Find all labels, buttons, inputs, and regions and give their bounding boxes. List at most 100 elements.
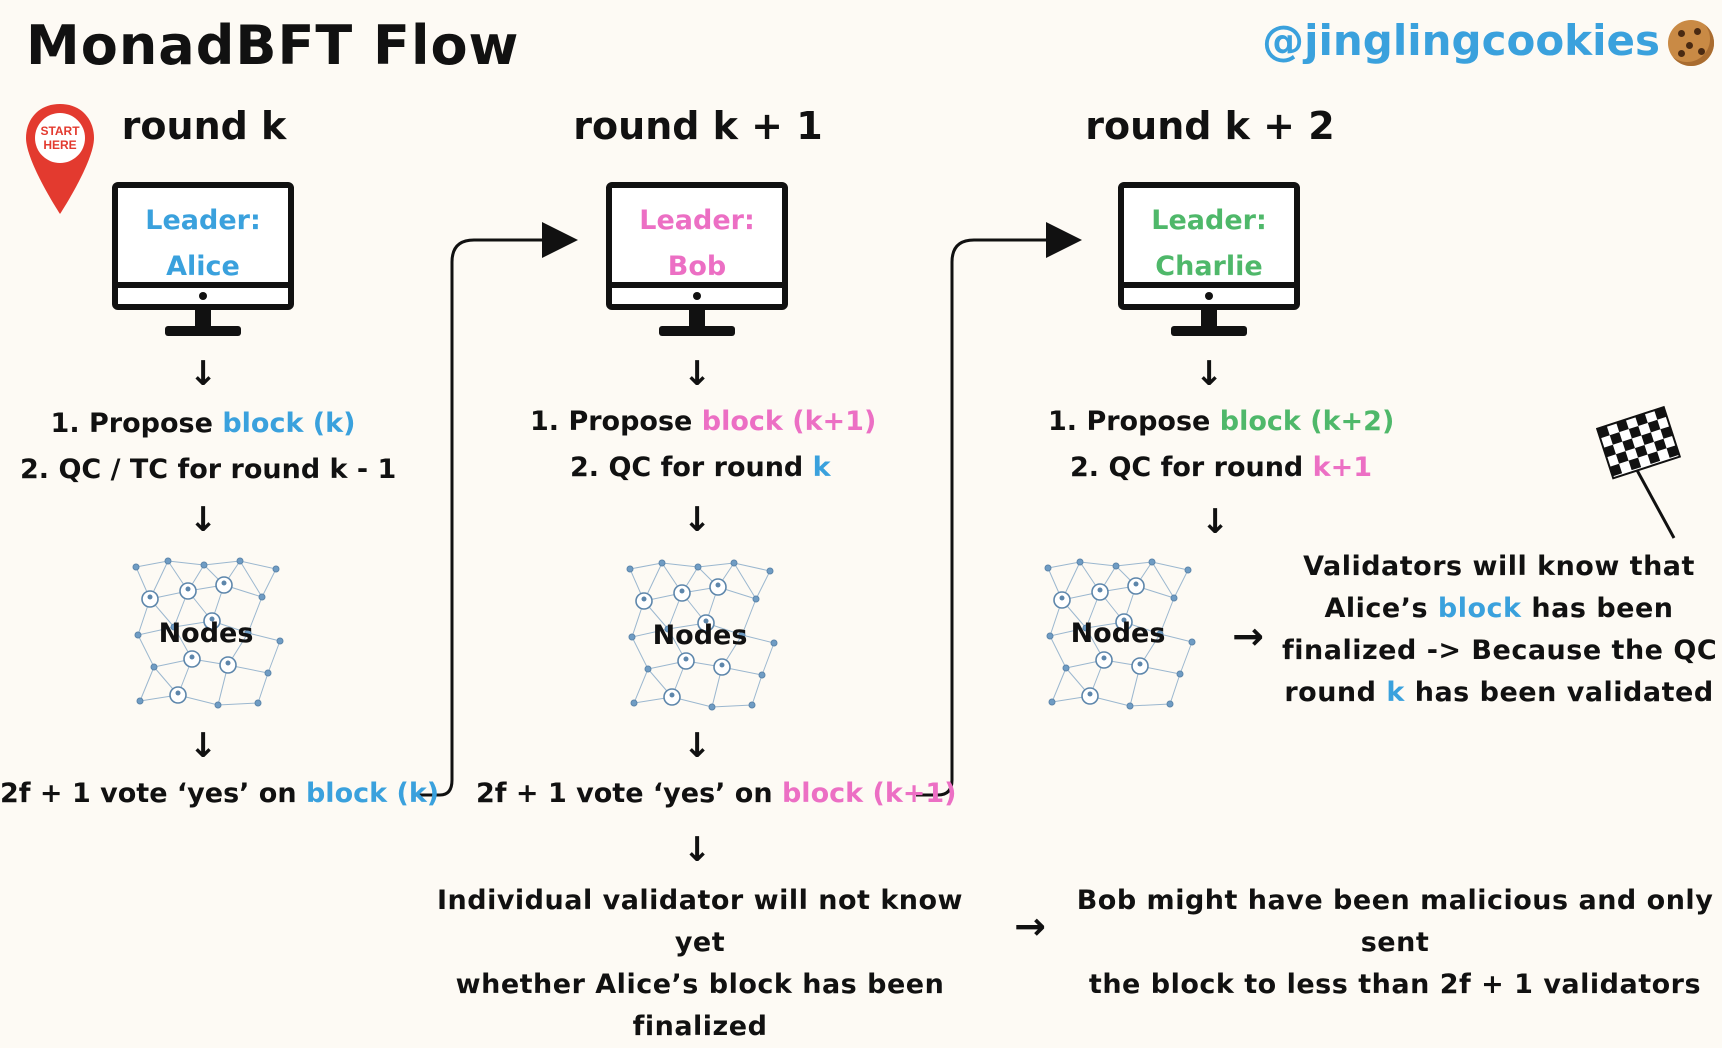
- round-k1-step1: 1. Propose block (k+1): [530, 406, 877, 437]
- malicious-leader-note: Bob might have been malicious and only s…: [1076, 885, 1714, 1000]
- start-badge-line2: HERE: [43, 138, 76, 152]
- network-node: [1112, 562, 1120, 570]
- nodes-network-graphic: [132, 557, 284, 709]
- finalization-note: Validators will know that Alice’s block …: [1282, 551, 1722, 708]
- network-edge: [1129, 703, 1171, 707]
- network-node: [1188, 638, 1196, 646]
- network-edge: [755, 570, 771, 600]
- network-node: [766, 567, 774, 575]
- network-edge: [661, 562, 699, 568]
- network-node: [752, 595, 760, 603]
- down-arrow: ↓: [682, 500, 712, 540]
- network-edge: [741, 598, 757, 636]
- network-edge: [1051, 667, 1067, 703]
- nodes-label: Nodes: [652, 620, 748, 651]
- network-edge: [1115, 561, 1153, 567]
- network-edge: [629, 562, 663, 570]
- user-head: [175, 690, 181, 696]
- network-node: [276, 637, 284, 645]
- network-node: [1062, 664, 1070, 672]
- network-edge: [1179, 641, 1193, 675]
- network-node: [664, 625, 672, 633]
- user-head: [1101, 655, 1107, 661]
- round-k1-label: round k + 1: [573, 104, 823, 148]
- network-node: [258, 593, 266, 601]
- round-k-vote: 2f + 1 vote ‘yes’ on block (k): [0, 778, 440, 809]
- network-edge: [741, 634, 775, 644]
- user-head: [715, 582, 721, 588]
- round-k-step2: 2. QC / TC for round k - 1: [20, 454, 397, 485]
- user-head: [1087, 691, 1093, 697]
- location-pin-icon: START HERE: [26, 104, 94, 214]
- network-node: [254, 699, 262, 707]
- network-edge: [711, 704, 753, 708]
- network-node: [1046, 632, 1054, 640]
- start-badge-line1: START: [40, 124, 80, 138]
- monitor-base: [165, 326, 241, 336]
- user-head: [679, 588, 685, 594]
- network-node: [708, 703, 716, 711]
- network-edge: [139, 666, 155, 702]
- network-edge: [1049, 635, 1067, 669]
- checkered-flag-icon: [1596, 405, 1682, 539]
- monitor-base: [659, 326, 735, 336]
- leader-name: Charlie: [1155, 251, 1263, 282]
- down-arrow: ↓: [1200, 502, 1230, 542]
- round-k2-step2: 2. QC for round k+1: [1070, 452, 1373, 483]
- user-head: [147, 594, 153, 600]
- network-edge: [1159, 633, 1193, 643]
- round-k2-label: round k + 2: [1085, 104, 1335, 148]
- connector-round-k1-to-k2: [916, 222, 1082, 797]
- right-arrow: →: [1014, 904, 1046, 948]
- user-head: [683, 656, 689, 662]
- network-edge: [1151, 561, 1189, 571]
- network-edge: [247, 632, 281, 642]
- connector-round-k-to-k1: [412, 222, 578, 797]
- network-node: [1170, 594, 1178, 602]
- network-edge: [631, 628, 669, 638]
- network-node: [1166, 700, 1174, 708]
- round-k2-step1: 1. Propose block (k+2): [1048, 406, 1395, 437]
- network-node: [644, 665, 652, 673]
- network-edge: [247, 596, 263, 634]
- network-node: [170, 623, 178, 631]
- network-node: [150, 663, 158, 671]
- network-edge: [1169, 673, 1181, 705]
- leader-label: Leader:: [639, 205, 755, 236]
- network-edge: [633, 668, 649, 704]
- network-edge: [267, 640, 281, 674]
- user-head: [1133, 581, 1139, 587]
- network-edge: [631, 636, 649, 670]
- validator-uncertainty-note: Individual validator will not know yet w…: [436, 885, 964, 1042]
- user-head: [1097, 587, 1103, 593]
- leader-label: Leader:: [1151, 205, 1267, 236]
- network-edge: [217, 702, 259, 706]
- down-arrow: ↓: [188, 354, 218, 394]
- network-node: [264, 669, 272, 677]
- round-k-step1: 1. Propose block (k): [50, 408, 356, 439]
- monitor-base: [1171, 326, 1247, 336]
- network-node: [244, 629, 252, 637]
- nodes-network-graphic: [626, 559, 778, 711]
- author-handle[interactable]: @jinglingcookies: [1262, 16, 1660, 65]
- network-edge: [1079, 561, 1117, 567]
- monitor-stand: [689, 310, 705, 328]
- network-edge: [1173, 569, 1189, 599]
- user-head: [669, 692, 675, 698]
- network-edge: [203, 560, 241, 566]
- user-head: [1121, 617, 1127, 623]
- network-edge: [135, 560, 169, 568]
- network-edge: [239, 560, 277, 570]
- round-k1-vote: 2f + 1 vote ‘yes’ on block (k+1): [476, 778, 957, 809]
- network-edge: [761, 642, 775, 676]
- down-arrow: ↓: [1194, 354, 1224, 394]
- round-k1-step2: 2. QC for round k: [570, 452, 831, 483]
- network-node: [136, 697, 144, 705]
- network-edge: [167, 560, 205, 566]
- network-node: [626, 565, 634, 573]
- network-node: [1044, 564, 1052, 572]
- right-arrow: →: [1232, 614, 1264, 658]
- network-edge: [257, 672, 269, 704]
- monitor-stand: [195, 310, 211, 328]
- nodes-label: Nodes: [158, 618, 254, 649]
